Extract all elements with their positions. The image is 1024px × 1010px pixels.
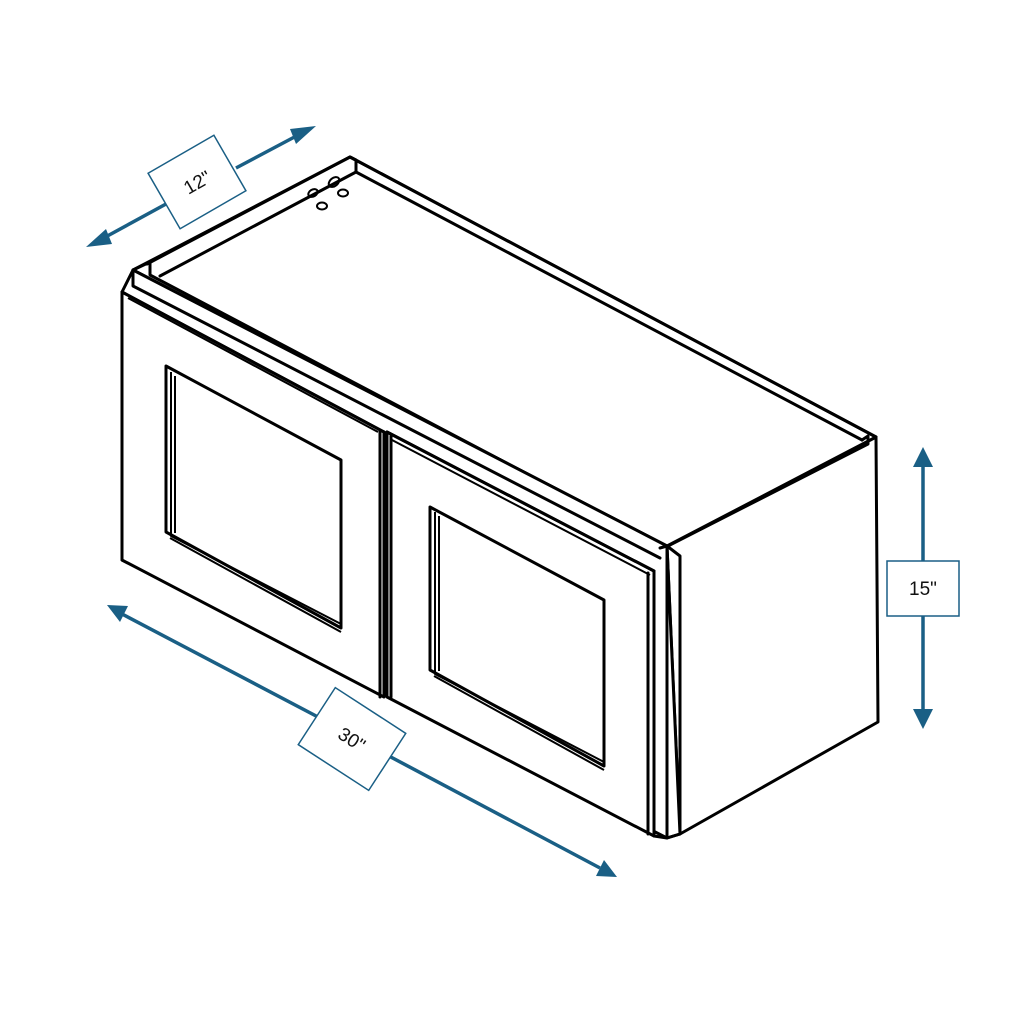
left-door — [120, 290, 386, 699]
height-label: 15" — [909, 579, 937, 600]
arrow-up-right-icon — [290, 126, 316, 144]
mounting-holes — [307, 176, 349, 211]
arrow-down-icon — [913, 709, 933, 729]
arrow-up-left-icon — [107, 605, 128, 622]
left-door-panel — [164, 364, 343, 633]
height-dimension: 15" — [886, 447, 960, 729]
arrow-down-right-icon — [596, 860, 617, 877]
arrow-down-left-icon — [86, 229, 112, 247]
arrow-up-icon — [913, 447, 933, 467]
right-door-panel — [428, 505, 606, 771]
width-dimension: 30" — [107, 605, 617, 877]
depth-dimension: 12" — [86, 126, 316, 247]
